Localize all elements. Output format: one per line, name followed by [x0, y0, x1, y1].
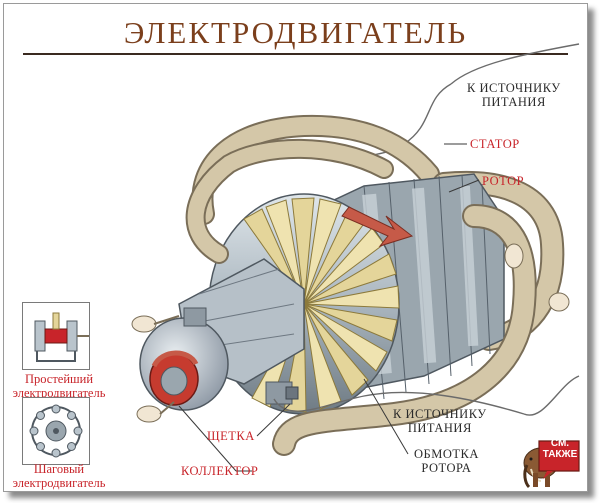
label-brush: ЩЕТКА: [207, 429, 255, 443]
label-power-bottom: К ИСТОЧНИКУ ПИТАНИЯ: [393, 407, 487, 435]
label-power-top-line2: ПИТАНИЯ: [481, 95, 546, 109]
caption-simple-motor-line1: Простейший: [24, 372, 94, 386]
label-power-top: К ИСТОЧНИКУ ПИТАНИЯ: [467, 81, 561, 109]
caption-simple-motor-line2: электродвигатель: [12, 386, 106, 400]
power-wire-top-2: [450, 43, 580, 85]
motor-diagram: [131, 43, 580, 472]
see-also-label[interactable]: СМ. ТАКЖЕ: [539, 438, 581, 460]
inset-stepper-motor: [22, 397, 90, 465]
see-also-line1: СМ.: [550, 438, 570, 449]
label-rotor-winding: ОБМОТКА РОТОРА: [414, 447, 479, 475]
label-power-bottom-line2: ПИТАНИЯ: [407, 421, 472, 435]
label-rotor: РОТОР: [482, 174, 525, 188]
caption-stepper-motor-line2: электродвигатель: [12, 476, 106, 490]
stepper-motor-icon: [29, 404, 83, 458]
inset-simple-motor: [22, 302, 90, 370]
rotation-arrow-hub: [151, 350, 199, 368]
label-rotor-winding-line2: РОТОРА: [421, 461, 472, 475]
power-wire-bottom: [273, 391, 525, 415]
label-rotor-winding-line1: ОБМОТКА: [414, 447, 479, 461]
brush-block-top: [183, 307, 207, 327]
title-underline: [23, 53, 568, 55]
see-also-line2: ТАКЖЕ: [542, 449, 578, 460]
power-wire-bottom-2: [523, 375, 580, 416]
caption-stepper-motor-line1: Шаговый: [33, 462, 85, 476]
label-power-top-line1: К ИСТОЧНИКУ: [467, 81, 561, 95]
page-title: ЭЛЕКТРОДВИГАТЕЛЬ: [123, 15, 468, 50]
hand-pointer-right: [504, 243, 570, 312]
illustration-frame: ЭЛЕКТРОДВИГАТЕЛЬ: [3, 3, 588, 492]
rotation-arrow-rotor: [341, 206, 414, 247]
caption-stepper-motor: Шаговый электродвигатель: [9, 462, 109, 490]
mammoth-see-also-icon[interactable]: [521, 429, 583, 491]
label-commutator: КОЛЛЕКТОР: [181, 464, 259, 478]
caption-simple-motor: Простейший электродвигатель: [9, 372, 109, 400]
label-power-bottom-line1: К ИСТОЧНИКУ: [393, 407, 487, 421]
simple-motor-icon: [34, 312, 89, 362]
label-stator: СТАТОР: [470, 137, 520, 151]
